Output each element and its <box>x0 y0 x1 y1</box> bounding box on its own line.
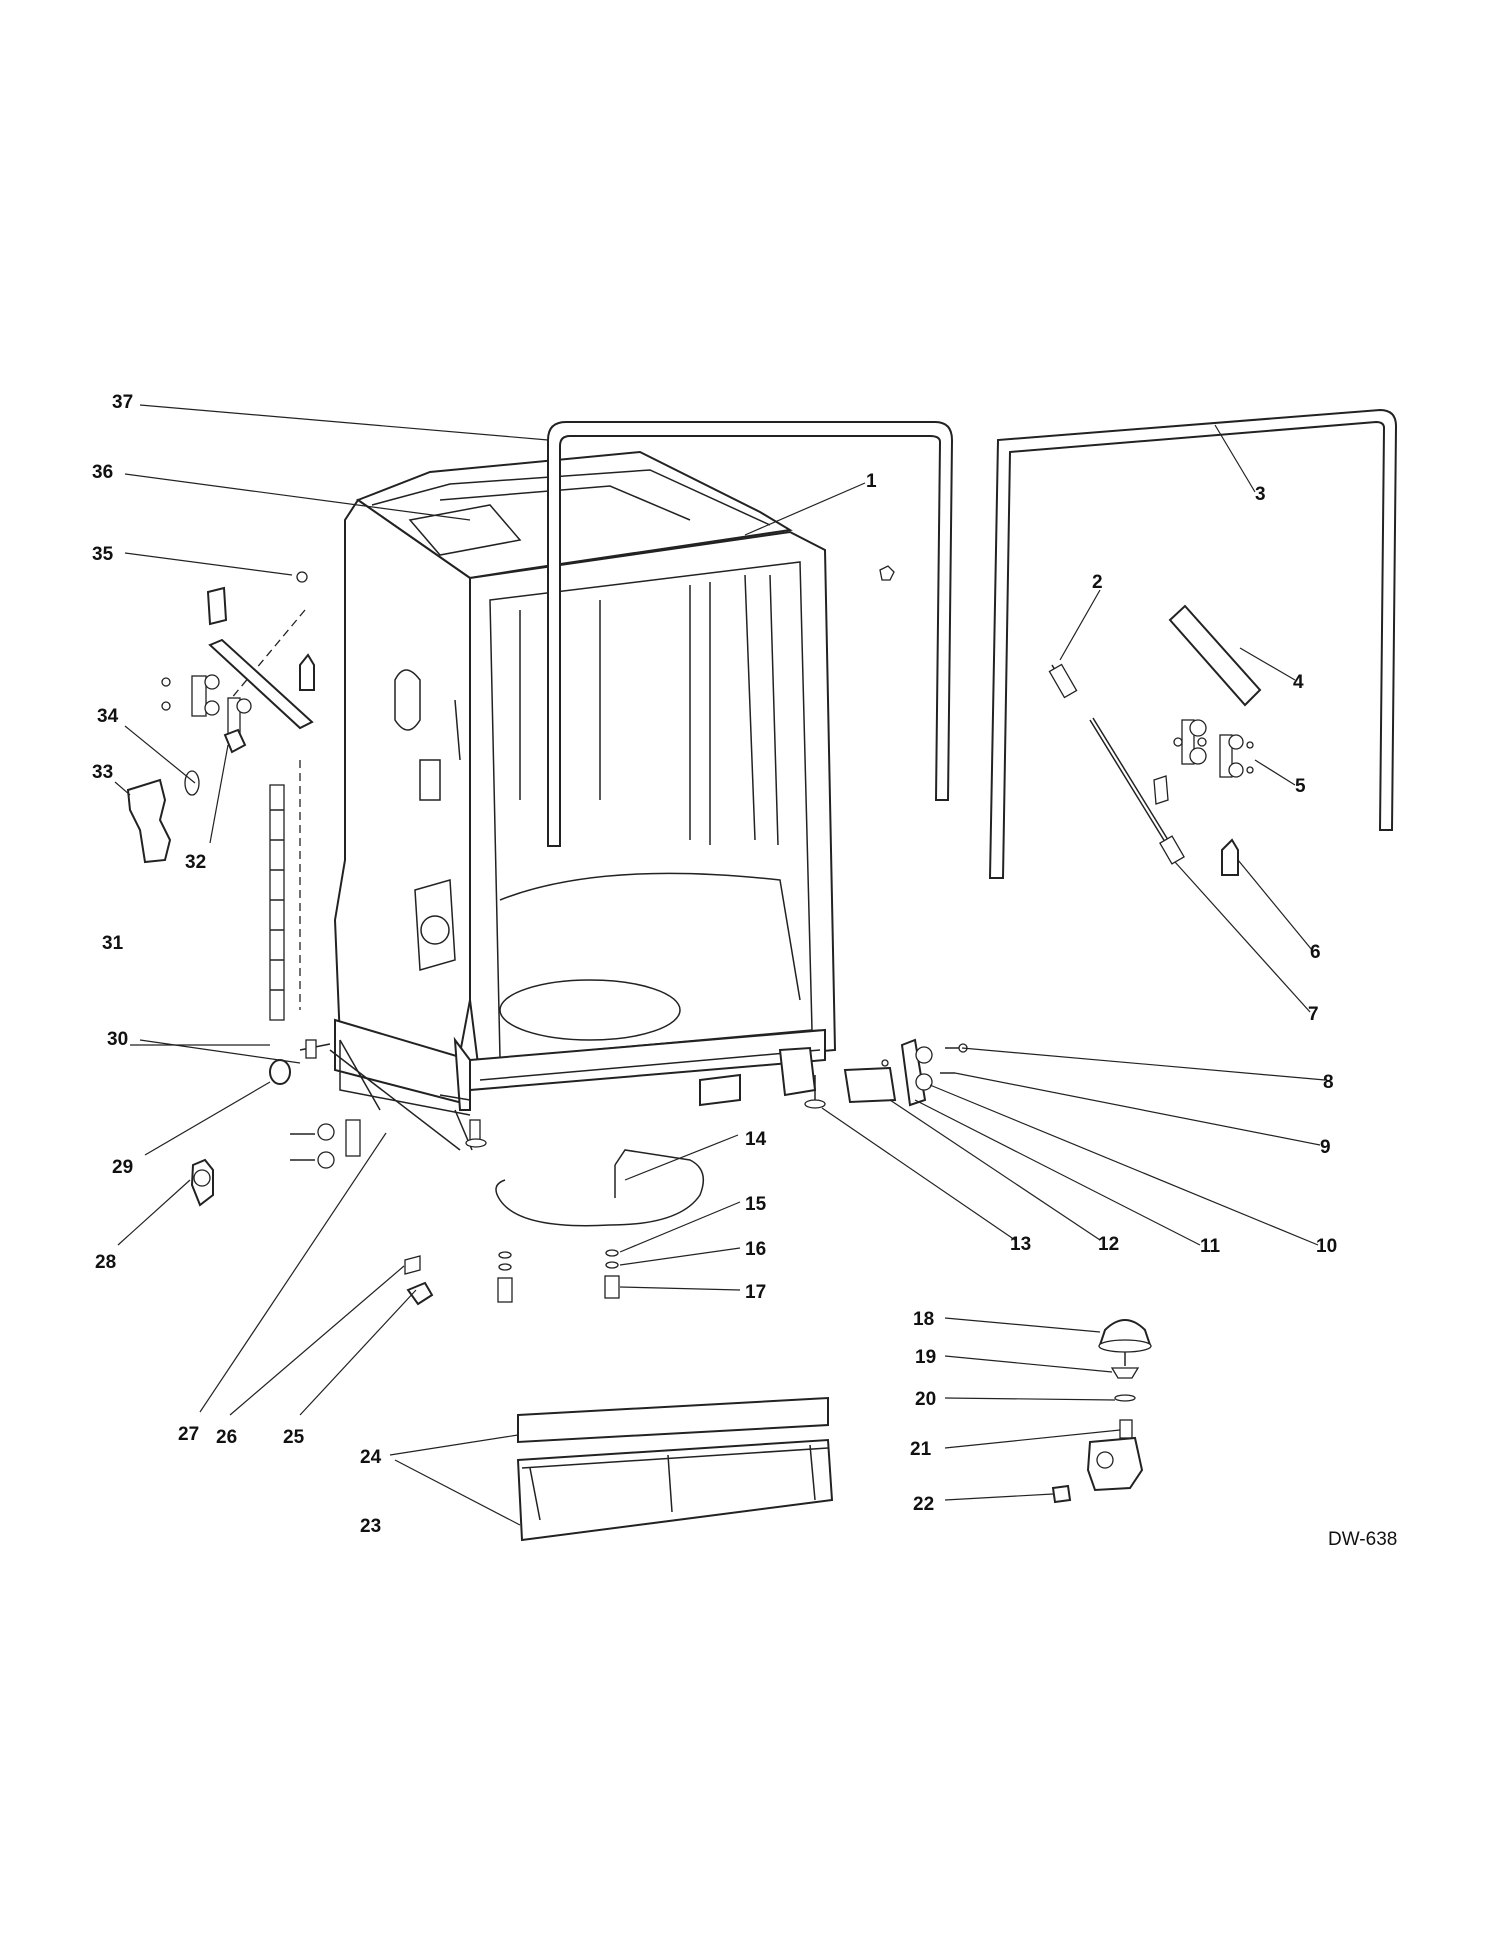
callout-1: 1 <box>866 471 877 492</box>
callout-6: 6 <box>1310 942 1321 963</box>
callout-22: 22 <box>913 1494 934 1515</box>
part-1-nut <box>879 565 895 581</box>
callout-33: 33 <box>92 762 113 783</box>
callout-3: 3 <box>1255 484 1266 505</box>
callout-25: 25 <box>283 1427 305 1448</box>
diagram-code: DW-638 <box>1328 1529 1397 1550</box>
callout-7: 7 <box>1308 1004 1319 1025</box>
part-31-strip <box>269 784 285 1021</box>
callout-24: 24 <box>360 1447 382 1468</box>
part-13-foot <box>804 1075 826 1109</box>
callout-37: 37 <box>112 392 133 413</box>
callout-2: 2 <box>1092 572 1103 593</box>
part-15-17-fittings <box>497 1249 620 1303</box>
callout-14: 14 <box>745 1129 767 1150</box>
callout-4: 4 <box>1293 672 1304 693</box>
part-8-11-hinge <box>881 1038 968 1107</box>
callout-32: 32 <box>185 852 206 873</box>
part-6-cap <box>1221 838 1239 876</box>
part-18-22-pump <box>1051 1319 1152 1504</box>
callout-35: 35 <box>92 544 114 565</box>
callout-21: 21 <box>910 1439 932 1460</box>
callout-28: 28 <box>95 1252 116 1273</box>
leader-lines <box>114 404 1326 1526</box>
part-25-30-small-parts <box>190 1039 487 1306</box>
callout-34: 34 <box>97 706 119 727</box>
callout-20: 20 <box>915 1389 936 1410</box>
callout-11: 11 <box>1200 1236 1221 1257</box>
callout-27: 27 <box>178 1424 199 1445</box>
callout-13: 13 <box>1010 1234 1031 1255</box>
callout-26: 26 <box>216 1427 237 1448</box>
part-37-gasket <box>547 421 954 847</box>
callout-18: 18 <box>913 1309 934 1330</box>
callout-10: 10 <box>1316 1236 1337 1257</box>
tub-assembly <box>333 450 837 1116</box>
callout-labels: 37 36 35 34 33 32 31 30 29 28 27 26 25 2… <box>92 392 1337 1537</box>
callout-8: 8 <box>1323 1072 1334 1093</box>
part-3-door-seal <box>988 408 1398 879</box>
callout-29: 29 <box>112 1157 133 1178</box>
callout-12: 12 <box>1098 1234 1119 1255</box>
part-14-hose <box>495 1149 705 1227</box>
callout-15: 15 <box>745 1194 767 1215</box>
part-23-kick-plate <box>516 1438 834 1542</box>
callout-17: 17 <box>745 1282 766 1303</box>
callout-16: 16 <box>745 1239 766 1260</box>
callout-19: 19 <box>915 1347 936 1368</box>
part-2-7-cable <box>1048 663 1185 865</box>
part-4-rail <box>1168 604 1262 707</box>
part-32-35-brackets <box>126 571 315 864</box>
callout-31: 31 <box>102 933 124 954</box>
callout-5: 5 <box>1295 776 1306 797</box>
callout-36: 36 <box>92 462 113 483</box>
part-5-roller-group <box>1153 719 1254 805</box>
callout-30: 30 <box>107 1029 128 1050</box>
part-24-toe-panel <box>517 1396 829 1444</box>
callout-23: 23 <box>360 1516 381 1537</box>
part-12-plate <box>843 1066 897 1104</box>
callout-9: 9 <box>1320 1137 1331 1158</box>
